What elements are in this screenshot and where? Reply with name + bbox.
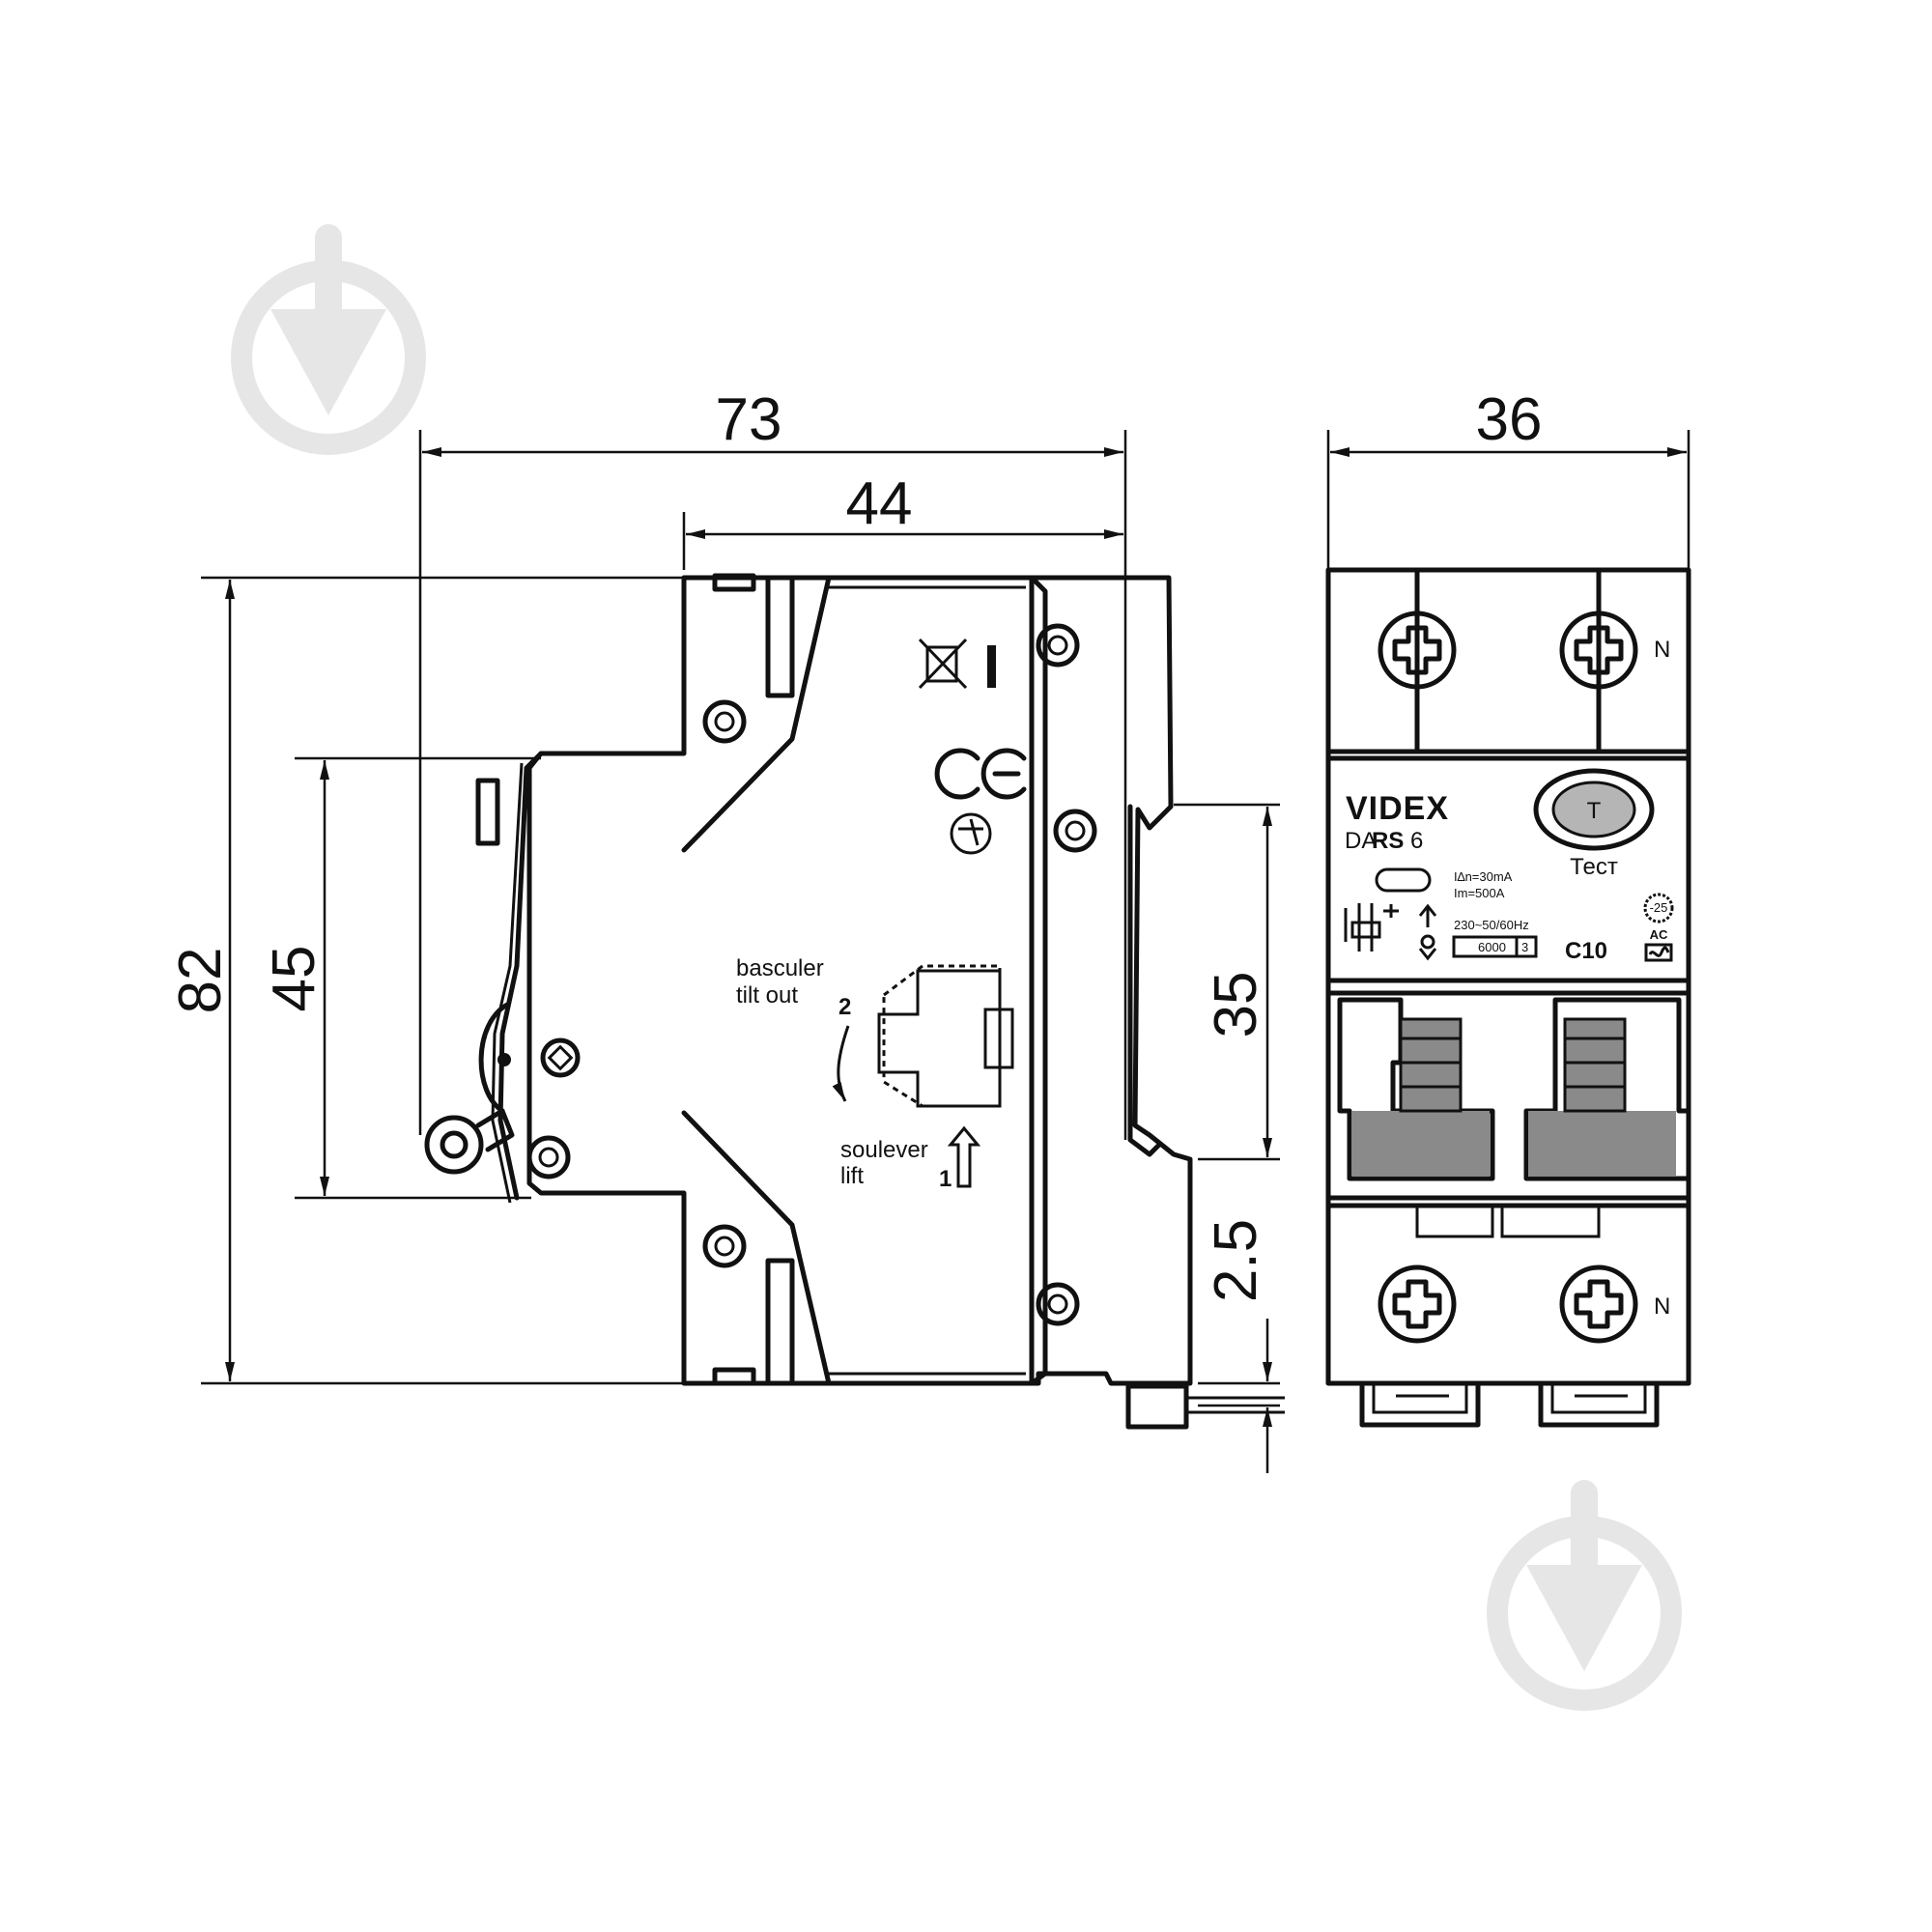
residual-current: I∆n=30mA [1454,869,1513,884]
voltage-rating: 230~50/60Hz [1454,918,1529,932]
energy-class: 3 [1521,940,1528,954]
dimension-44-label: 44 [846,470,913,537]
temperature-mark: -25 [1650,900,1668,915]
dimension-82-label: 82 [167,948,234,1014]
dimension-44: 44 [682,470,1123,570]
rail-clip-right [1538,1380,1660,1428]
model-suffix: 6 [1410,828,1423,854]
terminal-screw-bottom-left [1378,1264,1457,1344]
device-clip [983,1008,1014,1069]
side-screw-2 [1036,623,1080,668]
step-2-label: 2 [838,994,851,1020]
dimension-35: 35 [1174,803,1280,1161]
toggle-right[interactable] [1523,997,1691,1181]
tilt-arrow-icon [832,1025,850,1102]
tilt-label-en: tilt out [736,982,798,1009]
off-arrow-icon [1418,948,1437,961]
device-outline [877,969,1002,1108]
off-indicator-icon [1420,934,1435,950]
current-rating: C10 [1565,938,1607,964]
test-button-label: T [1587,798,1602,824]
watermark-icon-bottom [1487,1480,1682,1711]
model-series: RS [1372,828,1404,854]
dimension-36: 36 [1326,386,1690,568]
side-screw-5 [1036,1282,1080,1326]
dimension-73: 73 [418,386,1127,1140]
tilt-label-fr: basculer [736,955,824,981]
dimension-45-label: 45 [261,946,327,1012]
front-view: N VIDEX DA RS 6 T Тест I∆n=30mA Im=500A … [1325,567,1691,1428]
capacity-box [1452,935,1538,958]
making-current: Im=500A [1454,886,1505,900]
breaking-capacity: 6000 [1478,940,1506,954]
side-screw-6 [526,1135,571,1179]
snowflake-icon [1643,893,1674,923]
weee-bin-icon [918,638,968,690]
ac-wave-icon [1644,943,1673,962]
brand-logo: VIDEX [1346,790,1449,827]
neutral-label-top: N [1654,637,1670,663]
side-screw-1 [702,699,747,744]
ac-type-label: AC [1650,927,1668,942]
toggle-left[interactable] [1337,997,1495,1181]
dimension-2-5: 2.5 [1198,1219,1280,1473]
lift-label-en: lift [840,1163,864,1189]
watermark-icon-top [231,224,426,455]
cert-circle-icon [950,812,992,855]
step-1-label: 1 [939,1166,952,1192]
test-label: Тест [1570,854,1618,880]
terminal-screw-top-right [1559,611,1638,690]
mark-bar [987,645,996,688]
ce-mark-icon [934,748,1027,800]
lift-label-fr: soulever [840,1137,928,1163]
dimension-73-label: 73 [716,386,782,453]
test-button[interactable]: T [1533,768,1655,851]
rail-clip-left [1359,1380,1481,1428]
lift-arrow-icon [947,1125,981,1188]
wiring-schematic-icon [1344,903,1399,952]
dimension-36-label: 36 [1476,386,1543,453]
terminal-screw-bottom-right [1559,1264,1638,1344]
terminal-screw-top-left [1378,611,1457,690]
status-window [1375,867,1432,893]
neutral-label-bottom: N [1654,1293,1670,1320]
model-prefix: DA [1345,828,1377,854]
side-screw-4 [702,1224,747,1268]
lever-gear-icon [424,1108,515,1175]
side-screw-3 [1053,809,1097,853]
dimension-35-label: 35 [1203,972,1269,1038]
side-view: basculer tilt out 2 soulever lift 1 [424,573,1285,1430]
on-arrow-icon [1418,903,1437,927]
dimension-45: 45 [261,756,541,1200]
dimension-2-5-label: 2.5 [1203,1219,1269,1302]
tilted-device-outline [882,964,1002,1108]
